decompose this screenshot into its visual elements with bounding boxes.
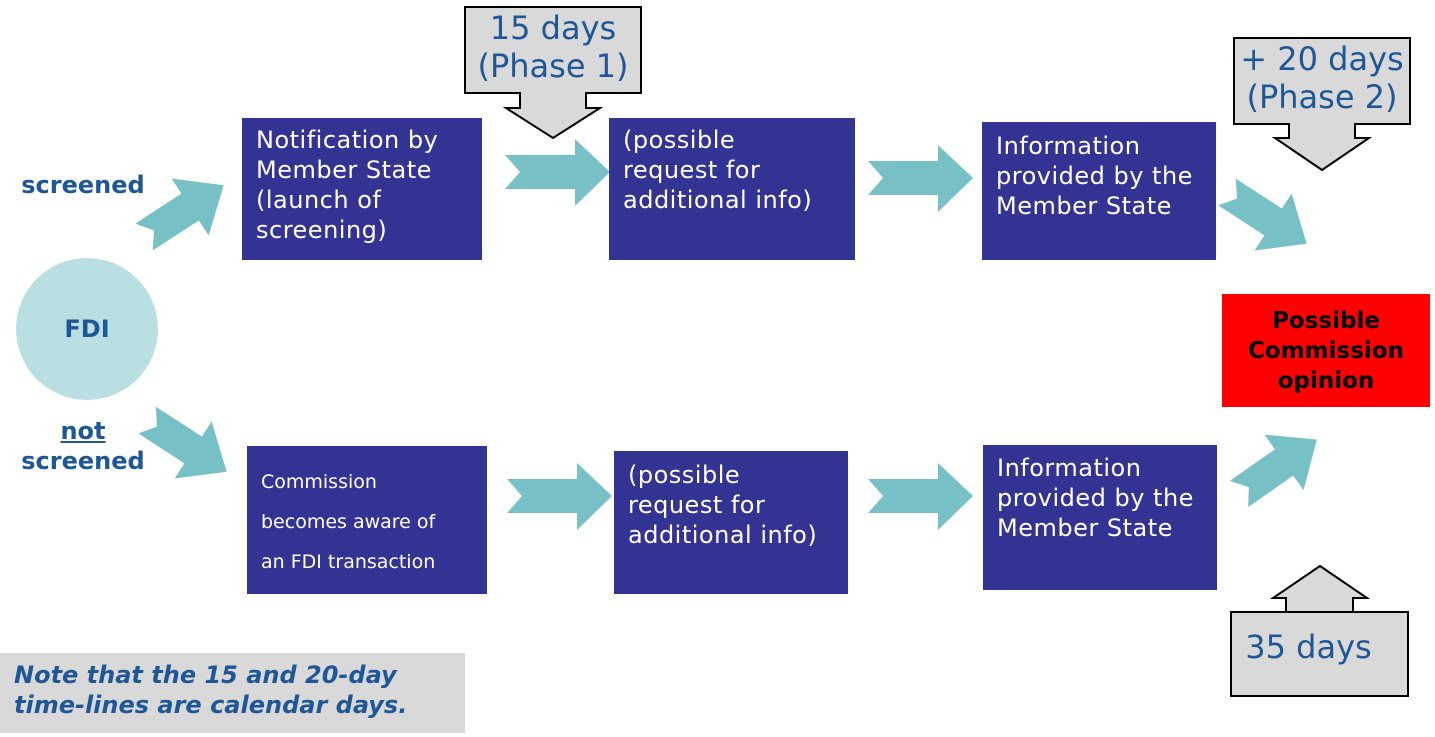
- note-line-1: Note that the 15 and 20-day: [14, 661, 397, 689]
- bottom-information-box: Information provided by the Member State: [983, 445, 1217, 590]
- commission-line-3: an FDI transaction: [261, 551, 436, 573]
- possible-commission-opinion-box: Possible Commission opinion: [1222, 294, 1430, 407]
- arrow-to-not-screened: [138, 406, 227, 479]
- screened-label: screened: [21, 171, 145, 199]
- days35-callout-shape: [1230, 564, 1409, 697]
- note-line-2: time-lines are calendar days.: [14, 691, 408, 719]
- commission-line-5: seeks Commission: [261, 631, 438, 653]
- not-screened-label: not screened: [12, 416, 154, 476]
- calendar-days-note: Note that the 15 and 20-day time-lines a…: [0, 653, 465, 733]
- phase1-callout-shape: [464, 6, 642, 140]
- fdi-circle: [16, 258, 158, 400]
- arrow-to-screened: [135, 178, 224, 251]
- phase2-callout-shape: [1233, 37, 1411, 172]
- not-word: not: [60, 417, 106, 445]
- bottom-request-box: (possible request for additional info): [614, 451, 848, 594]
- arrow-top-2: [868, 145, 973, 212]
- arrow-bottom-2: [868, 463, 973, 530]
- notification-box: Notification by Member State (launch of …: [242, 118, 482, 260]
- top-information-box: Information provided by the Member State: [982, 122, 1216, 260]
- top-request-box: (possible request for additional info): [609, 118, 855, 260]
- commission-aware-box: Commission becomes aware of an FDI trans…: [247, 446, 487, 692]
- days35-callout-text: 35 days: [1245, 628, 1372, 666]
- phase2-callout-text: + 20 days (Phase 2): [1240, 40, 1404, 116]
- commission-line-1: Commission: [261, 471, 377, 493]
- screened-word: screened: [21, 447, 145, 475]
- fdi-label: FDI: [64, 315, 110, 343]
- commission-line-4: a Member State: [280, 591, 439, 613]
- arrow-top-1: [505, 139, 610, 206]
- commission-or: or: [261, 591, 281, 613]
- commission-line-2: becomes aware of: [261, 511, 436, 533]
- arrow-bottom-1: [507, 463, 612, 530]
- phase1-callout-text: 15 days (Phase 1): [477, 9, 629, 85]
- arrow-top-to-opinion: [1218, 178, 1307, 251]
- arrow-bottom-to-opinion: [1229, 434, 1317, 508]
